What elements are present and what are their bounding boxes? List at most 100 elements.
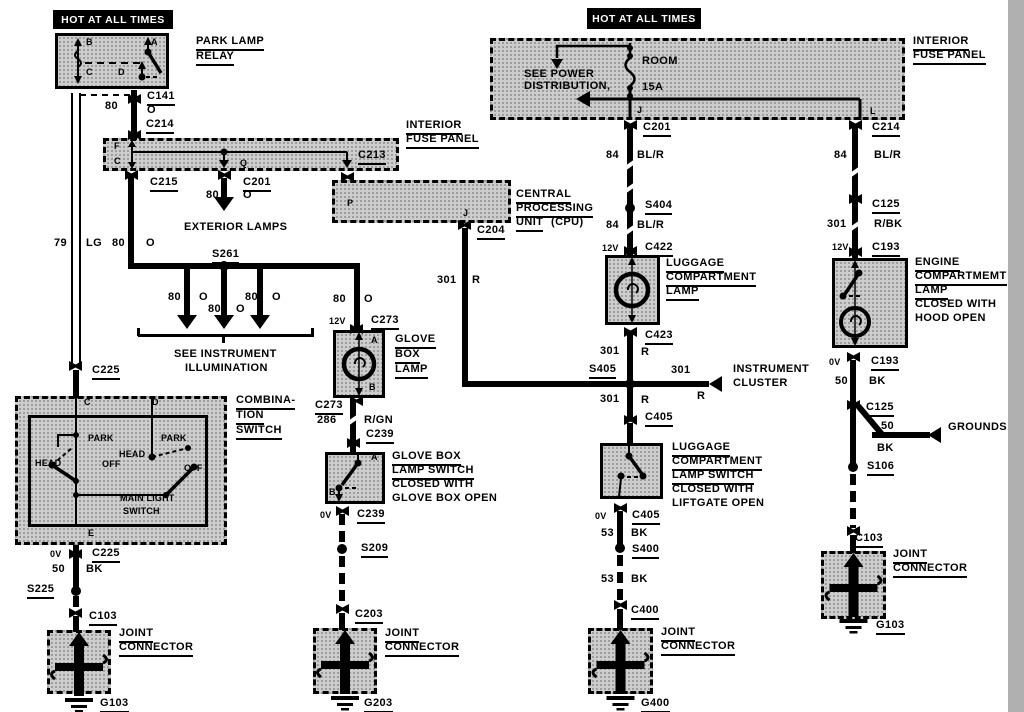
label-bl-r: BL/R [637,149,665,161]
grounds-arrow [928,427,941,443]
label-connector: CONNECTOR [661,640,736,656]
label-lamp-switch: LAMP SWITCH [392,464,474,480]
splice-s209 [337,544,347,554]
fuse-panel-right-internals [551,43,862,120]
wire-s405-to-c405 [627,387,633,419]
label-connector: CONNECTOR [119,641,194,657]
connector-c405-bottom-symbol [614,503,627,513]
luggage-compartment-lamp-switch-box [600,443,663,499]
label-g103: G103 [100,697,129,712]
brace-tick-left [137,328,140,336]
wire-c103-into-joint [73,616,79,632]
label-distribution-: DISTRIBUTION, [524,80,611,92]
label-80: 80 [333,293,347,305]
wire-301-r-cpu [462,228,468,384]
label-c213: C213 [358,149,386,165]
wire-c405-into-switch [627,423,633,443]
wire-c400-into-joint [617,609,623,630]
connector-c203-symbol [336,604,349,614]
label-s400: S400 [632,543,660,559]
wire-c103-into-joint-right [850,535,856,553]
brace-tick-center [222,335,225,343]
label-80: 80 [208,303,222,315]
label-tion: TION [236,409,264,425]
label-84: 84 [606,149,620,161]
label-50: 50 [835,375,849,387]
label-engine: ENGINE [915,256,960,272]
label-79: 79 [54,237,68,249]
label-s404: S404 [645,199,673,215]
label-box: BOX [395,348,421,364]
label-lamp: LAMP [395,363,428,379]
wire-84-blr-right [852,124,858,258]
connector-c273-top-symbol [350,324,363,334]
label-c273: C273 [315,399,343,415]
wire-cpu-to-s405 [462,381,630,387]
connector-c214-left-symbol [128,130,141,140]
wire-c125-to-s106 [850,406,856,464]
wire-s405-to-instrument-cluster [633,381,709,387]
label-r: R [472,274,481,286]
label-e: E [88,528,95,538]
label-15a: 15A [642,81,664,93]
label-a: A [151,37,158,47]
label-o: O [243,189,252,201]
label-cluster: CLUSTER [733,377,788,389]
label-interior: INTERIOR [913,35,969,51]
instrument-cluster-arrow [709,376,722,392]
label-exterior-lamps: EXTERIOR LAMPS [184,221,288,233]
label-joint: JOINT [119,627,154,643]
label-53: 53 [601,573,615,585]
label-park: PARK [161,433,187,443]
connector-c214-right-symbol [849,120,862,130]
label-c204: C204 [477,224,505,240]
label-j: J [637,105,643,115]
glove-box-lamp-icon [341,332,377,396]
label-o: O [199,291,208,303]
label-head: HEAD [35,458,62,468]
label-bk: BK [86,563,103,575]
wire-79-lg-double [71,93,81,363]
label-84: 84 [606,219,620,231]
connector-c215-symbol [125,170,138,180]
connector-c400-symbol [614,600,627,610]
splice-s106 [848,462,858,472]
label-bk: BK [877,442,894,454]
label-switch: SWITCH [236,424,282,440]
wire-c203-into-joint [339,613,345,630]
label-s405: S405 [589,363,617,379]
label-l: L [870,106,876,116]
label-luggage: LUGGAGE [672,441,731,457]
luggage-switch-icon [617,445,647,498]
label-o: O [147,104,156,116]
label-c103: C103 [855,532,883,548]
joint-connector-cross-g203 [316,630,374,711]
label-50: 50 [52,563,66,575]
label-c201: C201 [243,176,271,192]
glove-box-lamp-switch-icon [335,454,362,502]
label-301: 301 [600,345,620,357]
label--cpu-: (CPU) [551,216,584,228]
label-room: ROOM [642,55,678,67]
label-liftgate-open: LIFTGATE OPEN [672,497,765,509]
label-combina-: COMBINA- [236,394,296,410]
wire-53-bk-lower [617,555,623,603]
label-c239: C239 [366,428,394,444]
brace-tick-right [311,328,314,336]
connector-c193-top-symbol [849,247,862,257]
label-c: C [114,156,121,166]
engine-lamp-icon [839,260,871,346]
label-j: J [463,208,469,218]
joint-connector-cross-g400 [591,630,650,711]
label-c: C [86,67,93,77]
connector-c125-bottom-symbol [847,400,860,410]
connector-c201-right-symbol [624,120,637,130]
label-0v: 0V [829,357,841,367]
label-joint: JOINT [385,627,420,643]
connector-c201-left-symbol [218,170,231,180]
label-o: O [272,291,281,303]
label-c239: C239 [357,508,385,524]
label-g400: G400 [641,697,670,712]
label-c405: C405 [632,509,660,525]
